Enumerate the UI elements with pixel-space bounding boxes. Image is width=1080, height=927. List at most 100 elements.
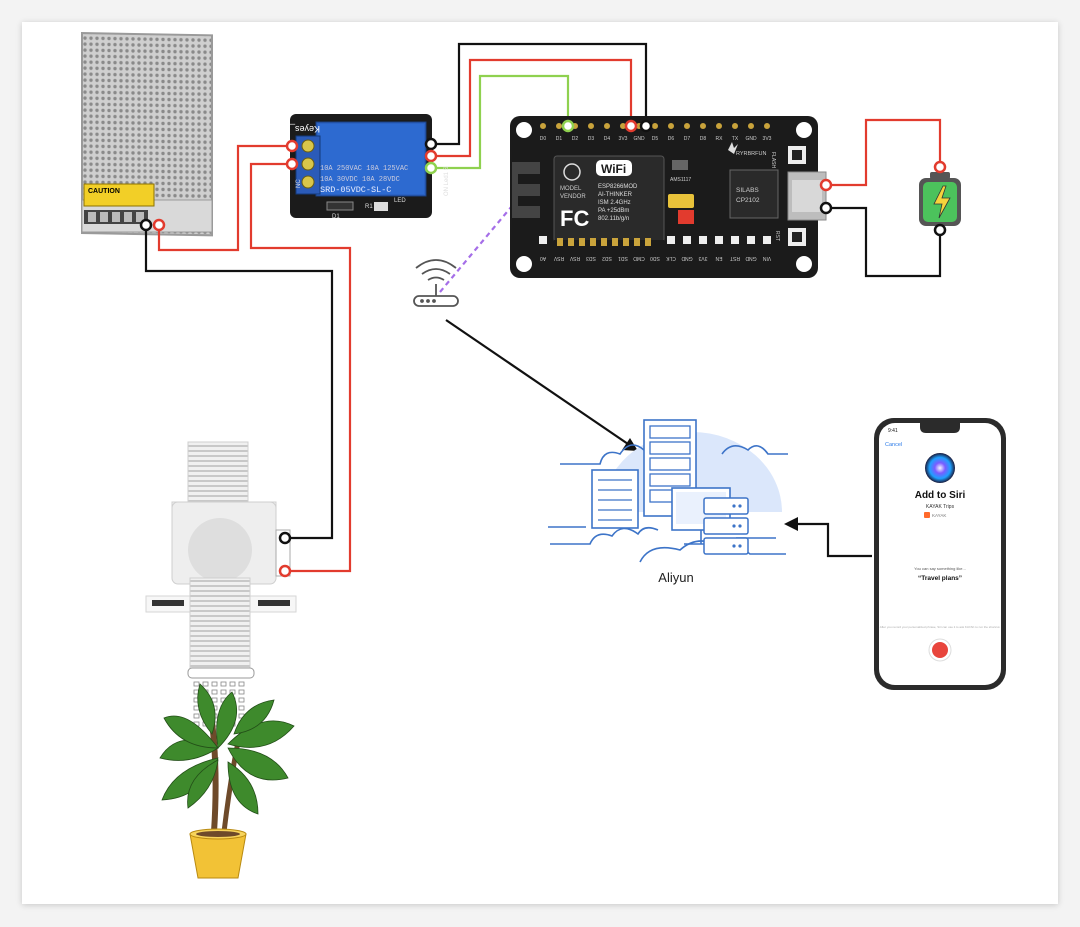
esp-top-pin [652, 123, 658, 129]
water-drop [238, 697, 245, 703]
record-button[interactable] [932, 642, 948, 658]
cloud-label: Aliyun [658, 570, 693, 585]
lightning-logo-icon [728, 142, 738, 154]
router-icon [413, 259, 459, 307]
esp-bottom-pin-label: VIN [762, 255, 771, 261]
cancel-link[interactable]: Cancel [885, 442, 902, 448]
esp-top-pin [556, 123, 562, 129]
water-drop [211, 689, 218, 695]
router-to-cloud-arrow [445, 319, 638, 451]
relay-nc: NC [296, 179, 302, 188]
esp-3v3-pin [624, 119, 638, 133]
esp-top-pin-label: D3 [588, 136, 595, 142]
esp-bottom-pin [667, 236, 675, 244]
esp-top-pin [668, 123, 674, 129]
esp-top-pin-label: D0 [540, 136, 547, 142]
module-text-line: ESP8266MOD [598, 184, 638, 190]
esp-bottom-pin-label: SD3 [586, 255, 596, 261]
esp-top-pin [764, 123, 770, 129]
wires [144, 42, 942, 573]
relay-led: LED [394, 198, 406, 204]
esp-bottom-pin-label: RST [730, 255, 740, 261]
caution-label: CAUTION [88, 188, 120, 195]
esp-bottom-pin [747, 236, 755, 244]
water-drop [238, 681, 245, 687]
kayak-app-icon [924, 512, 930, 518]
esp-top-pin [604, 123, 610, 129]
esp-top-pin [588, 123, 594, 129]
usb-chip-line-1: SILABS [736, 187, 759, 194]
wifi-label: WiFi [601, 162, 626, 176]
module-vendor-1: MODEL [560, 186, 582, 192]
esp-bottom-pin-label: 3V3 [698, 255, 707, 261]
esp-bottom-pin [731, 236, 739, 244]
esp-bottom-pin [699, 236, 707, 244]
esp-bottom-pin-label: SD2 [602, 255, 612, 261]
relay-spec-2: 10A 30VDC 10A 28VDC [320, 176, 400, 184]
iphone: 9:41 Cancel Add to Siri KAYAK Trips KAYA… [874, 418, 1006, 690]
esp-top-pin-label: D1 [556, 136, 563, 142]
module-text-line: AI-THINKER [598, 192, 633, 198]
relay-terminal-block [295, 135, 321, 195]
relay-no-pin [285, 157, 299, 171]
water-drop [238, 689, 245, 695]
esp-bottom-pin-label: A0 [540, 255, 546, 261]
module-vendor-2: VENDOR [560, 194, 586, 200]
phone-to-cloud-arrow [784, 517, 872, 558]
esp-d1-pin [561, 119, 575, 133]
esp-top-pin [684, 123, 690, 129]
relay-module: Keyes_SRly 10A 250VAC 10A 125VAC 10A 30V… [270, 114, 450, 220]
relay-r1: R1 [365, 204, 373, 210]
relay-com-pin [285, 139, 299, 153]
water-drop [202, 681, 209, 687]
esp-bottom-pin-label: SD0 [650, 255, 660, 261]
relay-vcc-pin [424, 149, 438, 163]
board-brand: RYRBRFUN [736, 151, 766, 157]
esp-bottom-pin [715, 236, 723, 244]
esp-bottom-pin-label: GND [745, 255, 757, 261]
esp-top-pin-label: D2 [572, 136, 579, 142]
water-drop [193, 713, 200, 719]
esp-top-pin-label: GND [745, 136, 757, 142]
siri-icon [925, 453, 955, 483]
relay-model: SRD-05VDC-SL-C [320, 185, 391, 195]
usb-vcc-pin [819, 178, 833, 192]
phone-notch [920, 423, 960, 433]
esp-top-pin-label: D7 [684, 136, 691, 142]
esp-bottom-pin [683, 236, 691, 244]
module-text-line: 802.11b/g/n [598, 216, 629, 222]
esp-top-pin-label: 3V3 [763, 136, 772, 142]
regulator-label: AMS1117 [670, 177, 691, 183]
esp-top-pin-label: RX [716, 136, 724, 142]
esp-gnd-pin [639, 119, 653, 133]
esp-top-pin [716, 123, 722, 129]
relay-gnd-pin [424, 137, 438, 151]
esp-top-pin-label: D4 [604, 136, 611, 142]
water-drop [238, 705, 245, 711]
relay-side-label: ON Led1 S [444, 166, 450, 196]
rst-label: RST [774, 231, 780, 241]
siri-title: Add to Siri [915, 490, 966, 501]
flash-label: FLASH [770, 152, 776, 169]
esp-bottom-pin [763, 236, 771, 244]
water-drop [220, 689, 227, 695]
esp-top-pin [748, 123, 754, 129]
solenoid-valve [145, 441, 297, 679]
cloud-server-icon [548, 419, 788, 563]
esp-bottom-pin-label: CLK [665, 255, 675, 261]
phrase-text: “Travel plans” [918, 575, 962, 582]
module-text-line: PA +25dBm [598, 208, 629, 214]
relay-brand: Keyes_SRly [270, 124, 320, 134]
potted-plant [159, 683, 295, 879]
esp-top-pin-label: D8 [700, 136, 707, 142]
psu-terminals [88, 212, 144, 222]
psu-connectors [139, 218, 166, 232]
water-drop [229, 681, 236, 687]
esp-top-pin-label: TX [732, 136, 739, 142]
esp-top-pin [732, 123, 738, 129]
esp-bottom-pin-label: SD1 [618, 255, 628, 261]
siri-subtitle: KAYAK Trips [926, 504, 955, 510]
